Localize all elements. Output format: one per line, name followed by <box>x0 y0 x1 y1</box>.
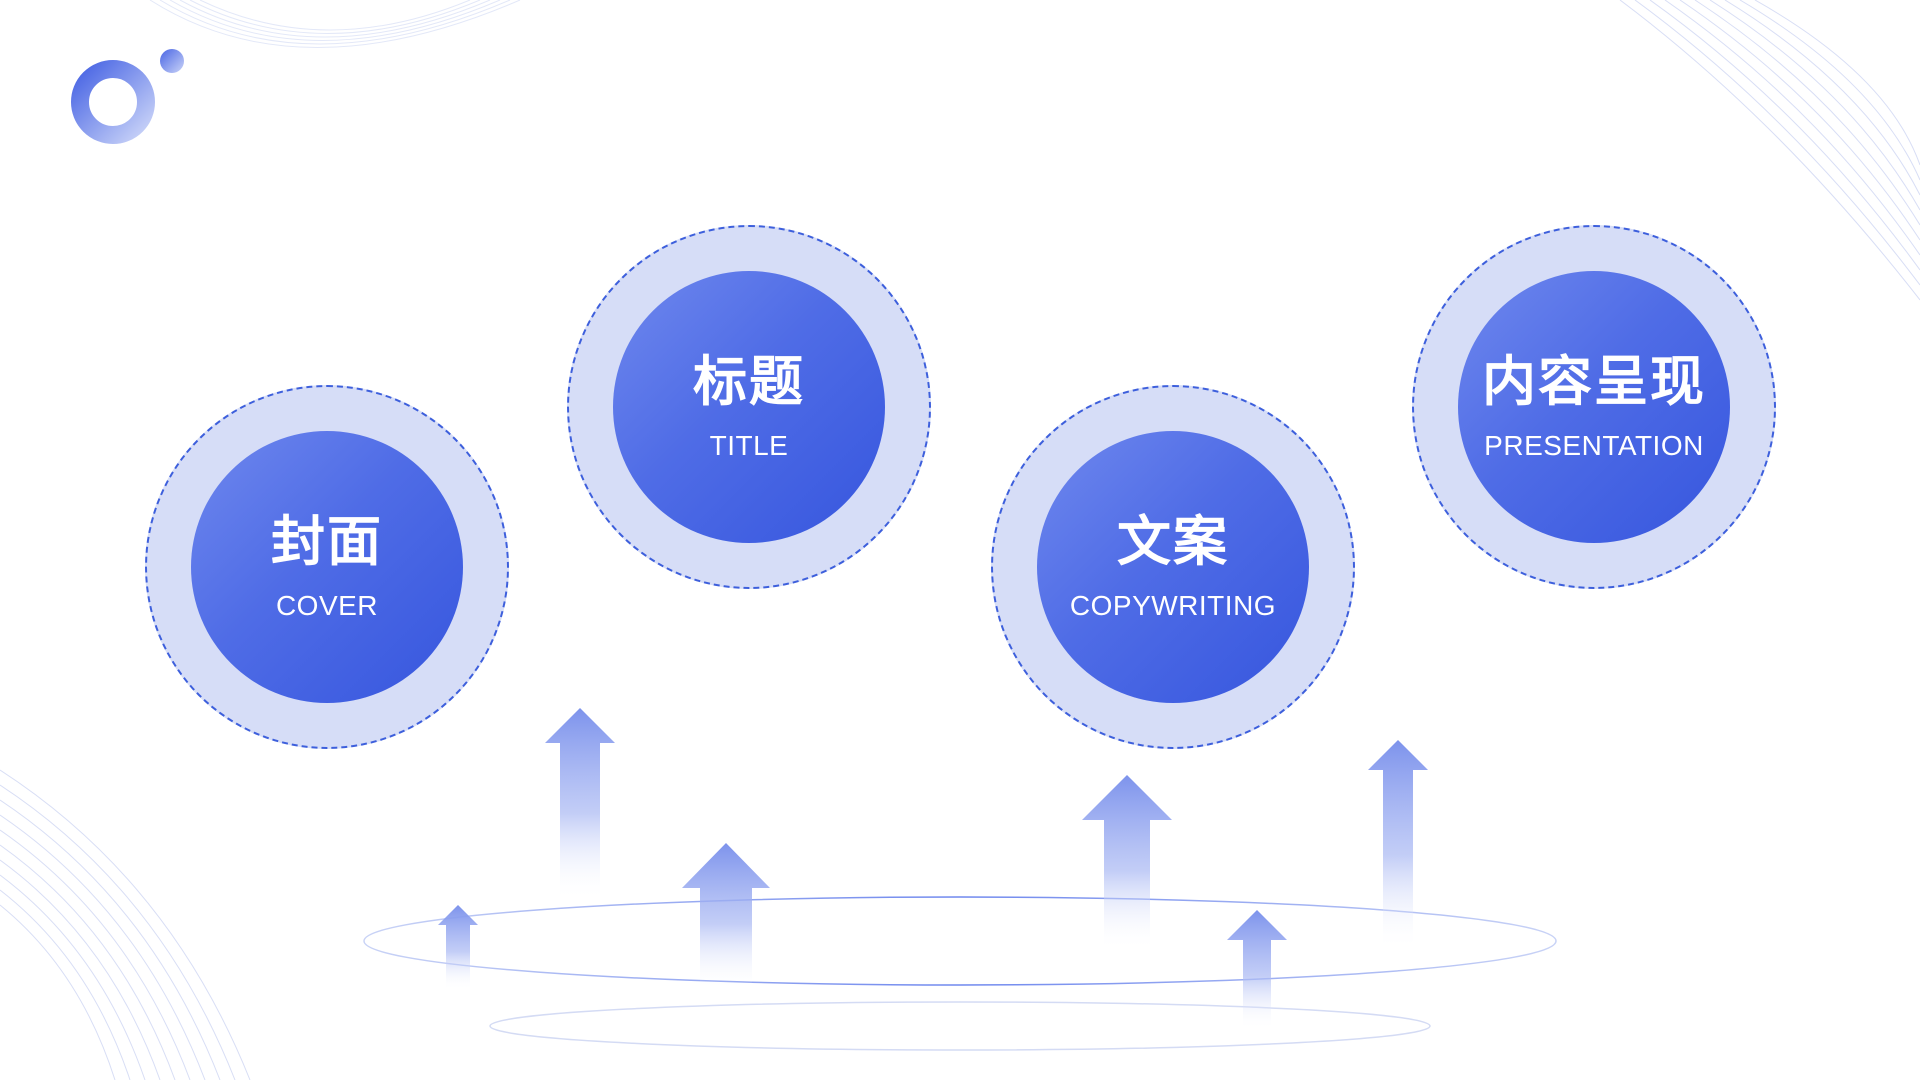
item-title: 文案 <box>1117 509 1229 573</box>
circle-badge: 文案 COPYWRITING <box>1037 431 1309 703</box>
arrow-icon <box>682 843 770 990</box>
arrow-icon <box>438 905 478 990</box>
floor-ellipse-upper <box>363 896 1557 986</box>
item-title: 标题 <box>693 349 805 413</box>
top-left-wave-lines <box>149 0 521 48</box>
circle-badge: 标题 TITLE <box>613 271 885 543</box>
circle-badge: 内容呈现 PRESENTATION <box>1458 271 1730 543</box>
top-right-line-bundle <box>1619 0 1920 301</box>
item-subtitle: TITLE <box>709 429 789 461</box>
logo-icon <box>71 49 184 144</box>
circle-item-presentation: 内容呈现 PRESENTATION <box>1412 225 1776 589</box>
item-subtitle: COPYWRITING <box>1069 589 1277 621</box>
circle-item-copywriting: 文案 COPYWRITING <box>991 385 1355 749</box>
item-subtitle: PRESENTATION <box>1484 429 1704 461</box>
circle-item-title: 标题 TITLE <box>567 225 931 589</box>
item-subtitle: COVER <box>275 589 379 621</box>
floor-ellipse-lower <box>489 1001 1431 1051</box>
circle-badge: 封面 COVER <box>191 431 463 703</box>
arrow-icon <box>545 708 615 900</box>
item-title: 内容呈现 <box>1482 349 1706 413</box>
arrow-icon <box>1227 910 1287 1030</box>
bottom-left-line-bundle <box>0 769 251 1080</box>
circle-item-cover: 封面 COVER <box>145 385 509 749</box>
arrow-icon <box>1368 740 1428 950</box>
item-title: 封面 <box>271 509 383 573</box>
arrow-icon <box>1082 775 1172 950</box>
